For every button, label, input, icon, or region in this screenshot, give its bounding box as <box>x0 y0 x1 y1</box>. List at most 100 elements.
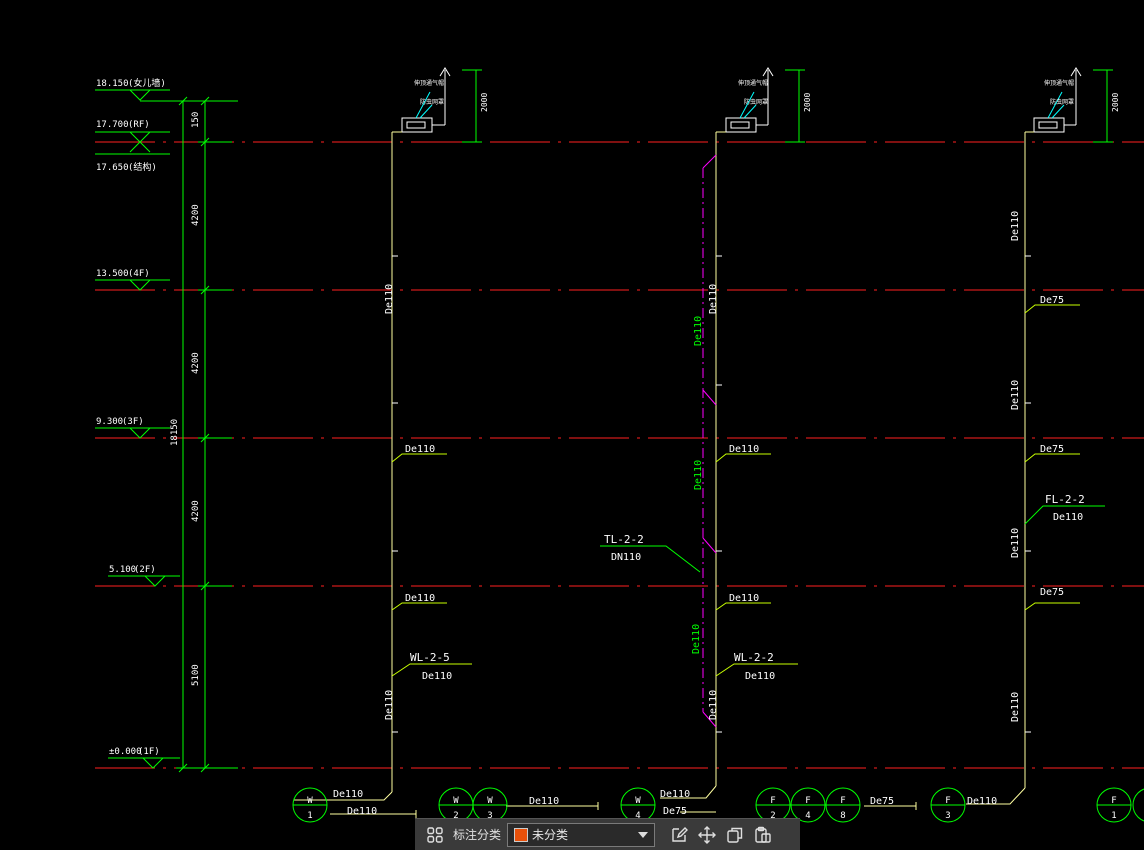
circle-tag-top: F <box>770 796 775 806</box>
dim-text-total: 18150 <box>170 419 180 446</box>
dim-text-vent: 2000 <box>480 93 489 112</box>
grid-icon[interactable] <box>421 821 449 849</box>
pipe-size: De110 <box>529 796 559 807</box>
pipe-size: De75 <box>663 806 687 817</box>
circle-tag-num: 4 <box>805 811 810 821</box>
circle-tag-num: 2 <box>770 811 775 821</box>
pipe-size: De110 <box>384 284 395 314</box>
dim-text: 150 <box>191 112 201 128</box>
circle-tag[interactable]: F 8 <box>825 787 861 823</box>
circle-tag-top: W <box>307 796 313 806</box>
pipe-size: De110 <box>708 284 719 314</box>
circle-tag[interactable]: F 4 <box>790 787 826 823</box>
vent-size: De110 <box>693 460 704 490</box>
riser-label: WL-2-5 <box>410 651 450 664</box>
pipe-size: De110 <box>729 444 759 455</box>
dim-text: 4200 <box>191 352 201 374</box>
elev-value: 13.500 <box>96 269 129 279</box>
circle-tag-top: F <box>840 796 845 806</box>
elev-value: 17.700 <box>96 120 129 130</box>
category-label: 标注分类 <box>453 828 502 842</box>
pipe-size: De75 <box>1040 587 1064 598</box>
pipe-size: De75 <box>870 796 894 807</box>
pipe-size: De110 <box>1053 512 1083 523</box>
elev-note: (结构) <box>128 161 157 173</box>
elev-note: (4F) <box>128 269 150 279</box>
riser-fl-2-2[interactable]: 伸顶通气帽 防虫网罩 2000 De110 De110 De110 De110 … <box>966 67 1120 807</box>
riser-label: WL-2-2 <box>734 651 774 664</box>
pipe-size: De110 <box>347 806 377 817</box>
elev-value: ±0.000 <box>109 747 142 757</box>
annotation-toolbar: 标注分类 未分类 <box>415 818 800 850</box>
elev-marker-rf <box>95 131 170 155</box>
elev-marker-3f <box>95 427 170 439</box>
pipe-size: De110 <box>708 690 719 720</box>
pipe-size: De110 <box>745 671 775 682</box>
paste-icon[interactable] <box>749 821 777 849</box>
vent-cap-label: 防虫网罩 <box>1050 98 1074 106</box>
circle-tags: W 1 W 2 W 3 W 4 F 2 <box>292 787 1144 823</box>
elev-note: (3F) <box>122 417 144 427</box>
pipe-size: De75 <box>1040 444 1064 455</box>
elev-note: (RF) <box>128 120 150 130</box>
chevron-down-icon <box>638 831 649 838</box>
vent-cap-inner <box>730 121 750 129</box>
copy-icon[interactable] <box>721 821 749 849</box>
pipe-size: De110 <box>422 671 452 682</box>
circle-tag-num: 1 <box>307 811 312 821</box>
elev-marker-4f <box>95 279 170 291</box>
floor-lines <box>95 141 1144 769</box>
elev-marker-1f <box>108 757 180 769</box>
elevation-markers: 18.150 (女儿墙) 17.700 (RF) 17.650 (结构) 13.… <box>95 77 238 769</box>
elev-marker-2f <box>108 575 180 587</box>
category-selected: 未分类 <box>532 828 569 842</box>
pipe-size: De110 <box>405 593 435 604</box>
pipe-size: De110 <box>1010 692 1021 722</box>
elev-value: 5.100 <box>109 565 136 575</box>
elev-note: (女儿墙) <box>128 77 166 89</box>
circle-tag-num: 4 <box>635 811 640 821</box>
edit-icon[interactable] <box>665 821 693 849</box>
pipe-size: De110 <box>729 593 759 604</box>
elev-note: (2F) <box>134 565 156 575</box>
circle-tag-top: W <box>487 796 493 806</box>
circle-tag-num: 2 <box>453 811 458 821</box>
circle-tag[interactable]: F 3 <box>930 787 966 823</box>
pipe-size: De110 <box>1010 211 1021 241</box>
vent-stack-tl <box>702 154 717 728</box>
elev-value: 17.650 <box>96 163 129 173</box>
circle-tag-partial <box>1132 788 1144 822</box>
pipe-size: De75 <box>1040 295 1064 306</box>
circle-tag-top: F <box>1111 796 1116 806</box>
vent-size: De110 <box>691 624 702 654</box>
move-icon[interactable] <box>693 821 721 849</box>
circle-tag-num: 1 <box>1111 811 1116 821</box>
dim-text: 5100 <box>191 664 201 686</box>
vent-cap-label: 防虫网罩 <box>420 98 444 106</box>
vent-cap-label: 防虫网罩 <box>744 98 768 106</box>
riser-wl-2-2[interactable]: 伸顶通气帽 防虫网罩 2000 De110 De110 De110 De110 … <box>600 67 812 817</box>
category-select[interactable]: 未分类 <box>507 822 656 847</box>
elev-value: 9.300 <box>96 417 123 427</box>
circle-tag[interactable]: F 1 <box>1096 787 1132 823</box>
riser-wl-2-5[interactable]: 伸顶通气帽 防虫网罩 2000 De110 De110 De110 De110 … <box>294 67 489 818</box>
dim-text: 4200 <box>191 204 201 226</box>
elev-note: (1F) <box>138 747 160 757</box>
circle-tag-top: F <box>945 796 950 806</box>
pipe-size: De110 <box>405 444 435 455</box>
elev-value: 18.150 <box>96 79 129 89</box>
dimension-chain <box>176 96 238 773</box>
circle-tag-top: F <box>805 796 810 806</box>
circle-tag[interactable]: W 1 <box>292 787 328 823</box>
circle-tag-num: 3 <box>945 811 950 821</box>
dim-text-vent: 2000 <box>803 93 812 112</box>
pipe-size: De110 <box>1010 380 1021 410</box>
riser-label: TL-2-2 <box>604 533 644 546</box>
vent-cap-inner <box>406 121 426 129</box>
circle-tag-num: 8 <box>840 811 845 821</box>
pipe-size: DN110 <box>611 552 641 563</box>
pipe-size: De110 <box>384 690 395 720</box>
riser-label: FL-2-2 <box>1045 493 1085 506</box>
circle-tag-num: 3 <box>487 811 492 821</box>
